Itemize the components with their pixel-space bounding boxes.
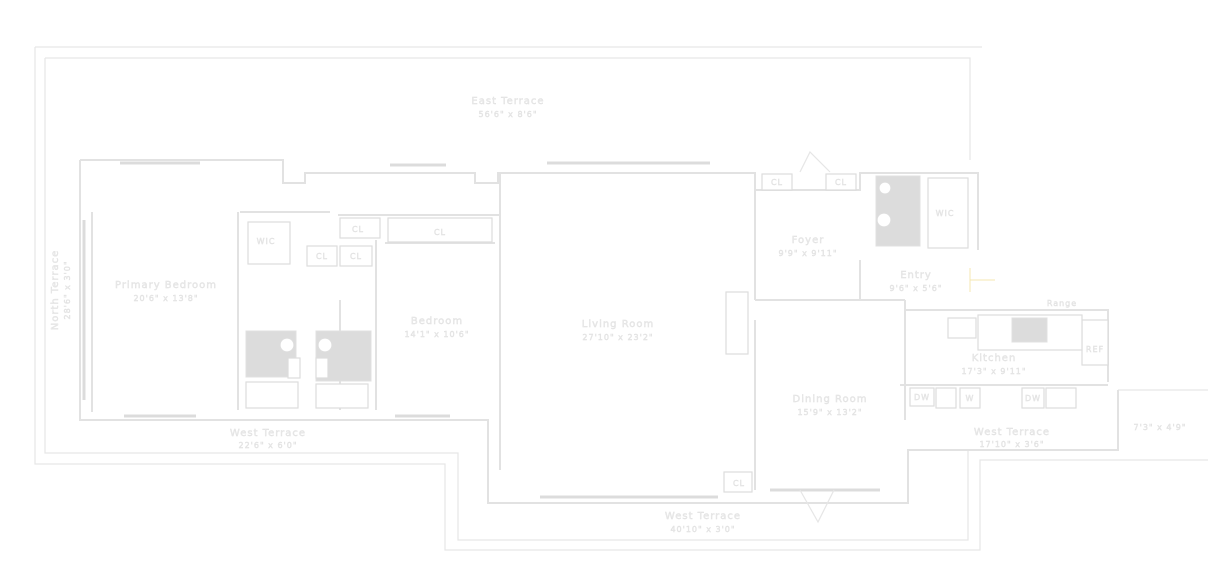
wic-label-entry: WIC [936,209,955,218]
cl-label-6: CL [835,178,847,187]
dw-label: DW [914,393,930,402]
ref-label: REF [1086,345,1104,354]
wic-label-primary: WIC [257,237,276,246]
north-terrace-dims: 28'6" x 3'0" [63,260,72,319]
dining-room-dims: 15'9" x 13'2" [797,408,862,417]
east-terrace-label: East Terrace [471,96,544,107]
entry-label: Entry [900,270,932,281]
primary-bedroom-label: Primary Bedroom [115,280,217,291]
west-terrace-center-label: West Terrace [665,511,741,522]
cl-label-4: CL [350,252,362,261]
foyer-dims: 9'9" x 9'11" [778,249,837,258]
range-label: Range [1047,299,1077,308]
west-terrace-center-dims: 40'10" x 3'0" [670,525,735,534]
north-terrace-label: North Terrace [50,250,61,331]
west-terrace-right-dims: 17'10" x 3'6" [979,440,1044,449]
closets [247,173,1109,493]
bedroom-label: Bedroom [411,316,463,327]
living-room-label: Living Room [582,319,654,330]
cl-label-2: CL [434,228,446,237]
windows [82,161,880,499]
room-labels: East Terrace 56'6" x 8'6" North Terrace … [50,96,1186,534]
dining-room-label: Dining Room [793,394,868,405]
terrace-far-right-dims: 7'3" x 4'9" [1134,423,1187,432]
dw-label-2: DW [1025,394,1041,403]
cl-label-3: CL [316,252,328,261]
bathrooms [245,175,921,409]
entry-dims: 9'6" x 5'6" [890,284,943,293]
primary-bedroom-dims: 20'6" x 13'8" [133,294,198,303]
west-terrace-left-label: West Terrace [230,428,306,439]
fixture-labels: WIC CL CL CL CL CL CL CL WIC Range DW W … [256,178,1104,488]
west-terrace-left-dims: 22'6" x 6'0" [238,441,297,450]
kitchen-fixtures [909,314,1083,409]
living-room-dims: 27'10" x 23'2" [582,333,653,342]
cl-label-7: CL [733,479,745,488]
west-terrace-right-label: West Terrace [974,427,1050,438]
cl-label-1: CL [352,225,364,234]
kitchen-dims: 17'3" x 9'11" [961,367,1026,376]
w-label: W [966,394,975,403]
doors [799,150,995,524]
east-terrace-dims: 56'6" x 8'6" [478,110,537,119]
terrace-inner-outline [44,57,1208,541]
cl-label-5: CL [771,178,783,187]
terrace-outline [34,46,1208,551]
foyer-label: Foyer [792,235,825,246]
bedroom-dims: 14'1" x 10'6" [404,330,469,339]
kitchen-label: Kitchen [972,353,1017,364]
